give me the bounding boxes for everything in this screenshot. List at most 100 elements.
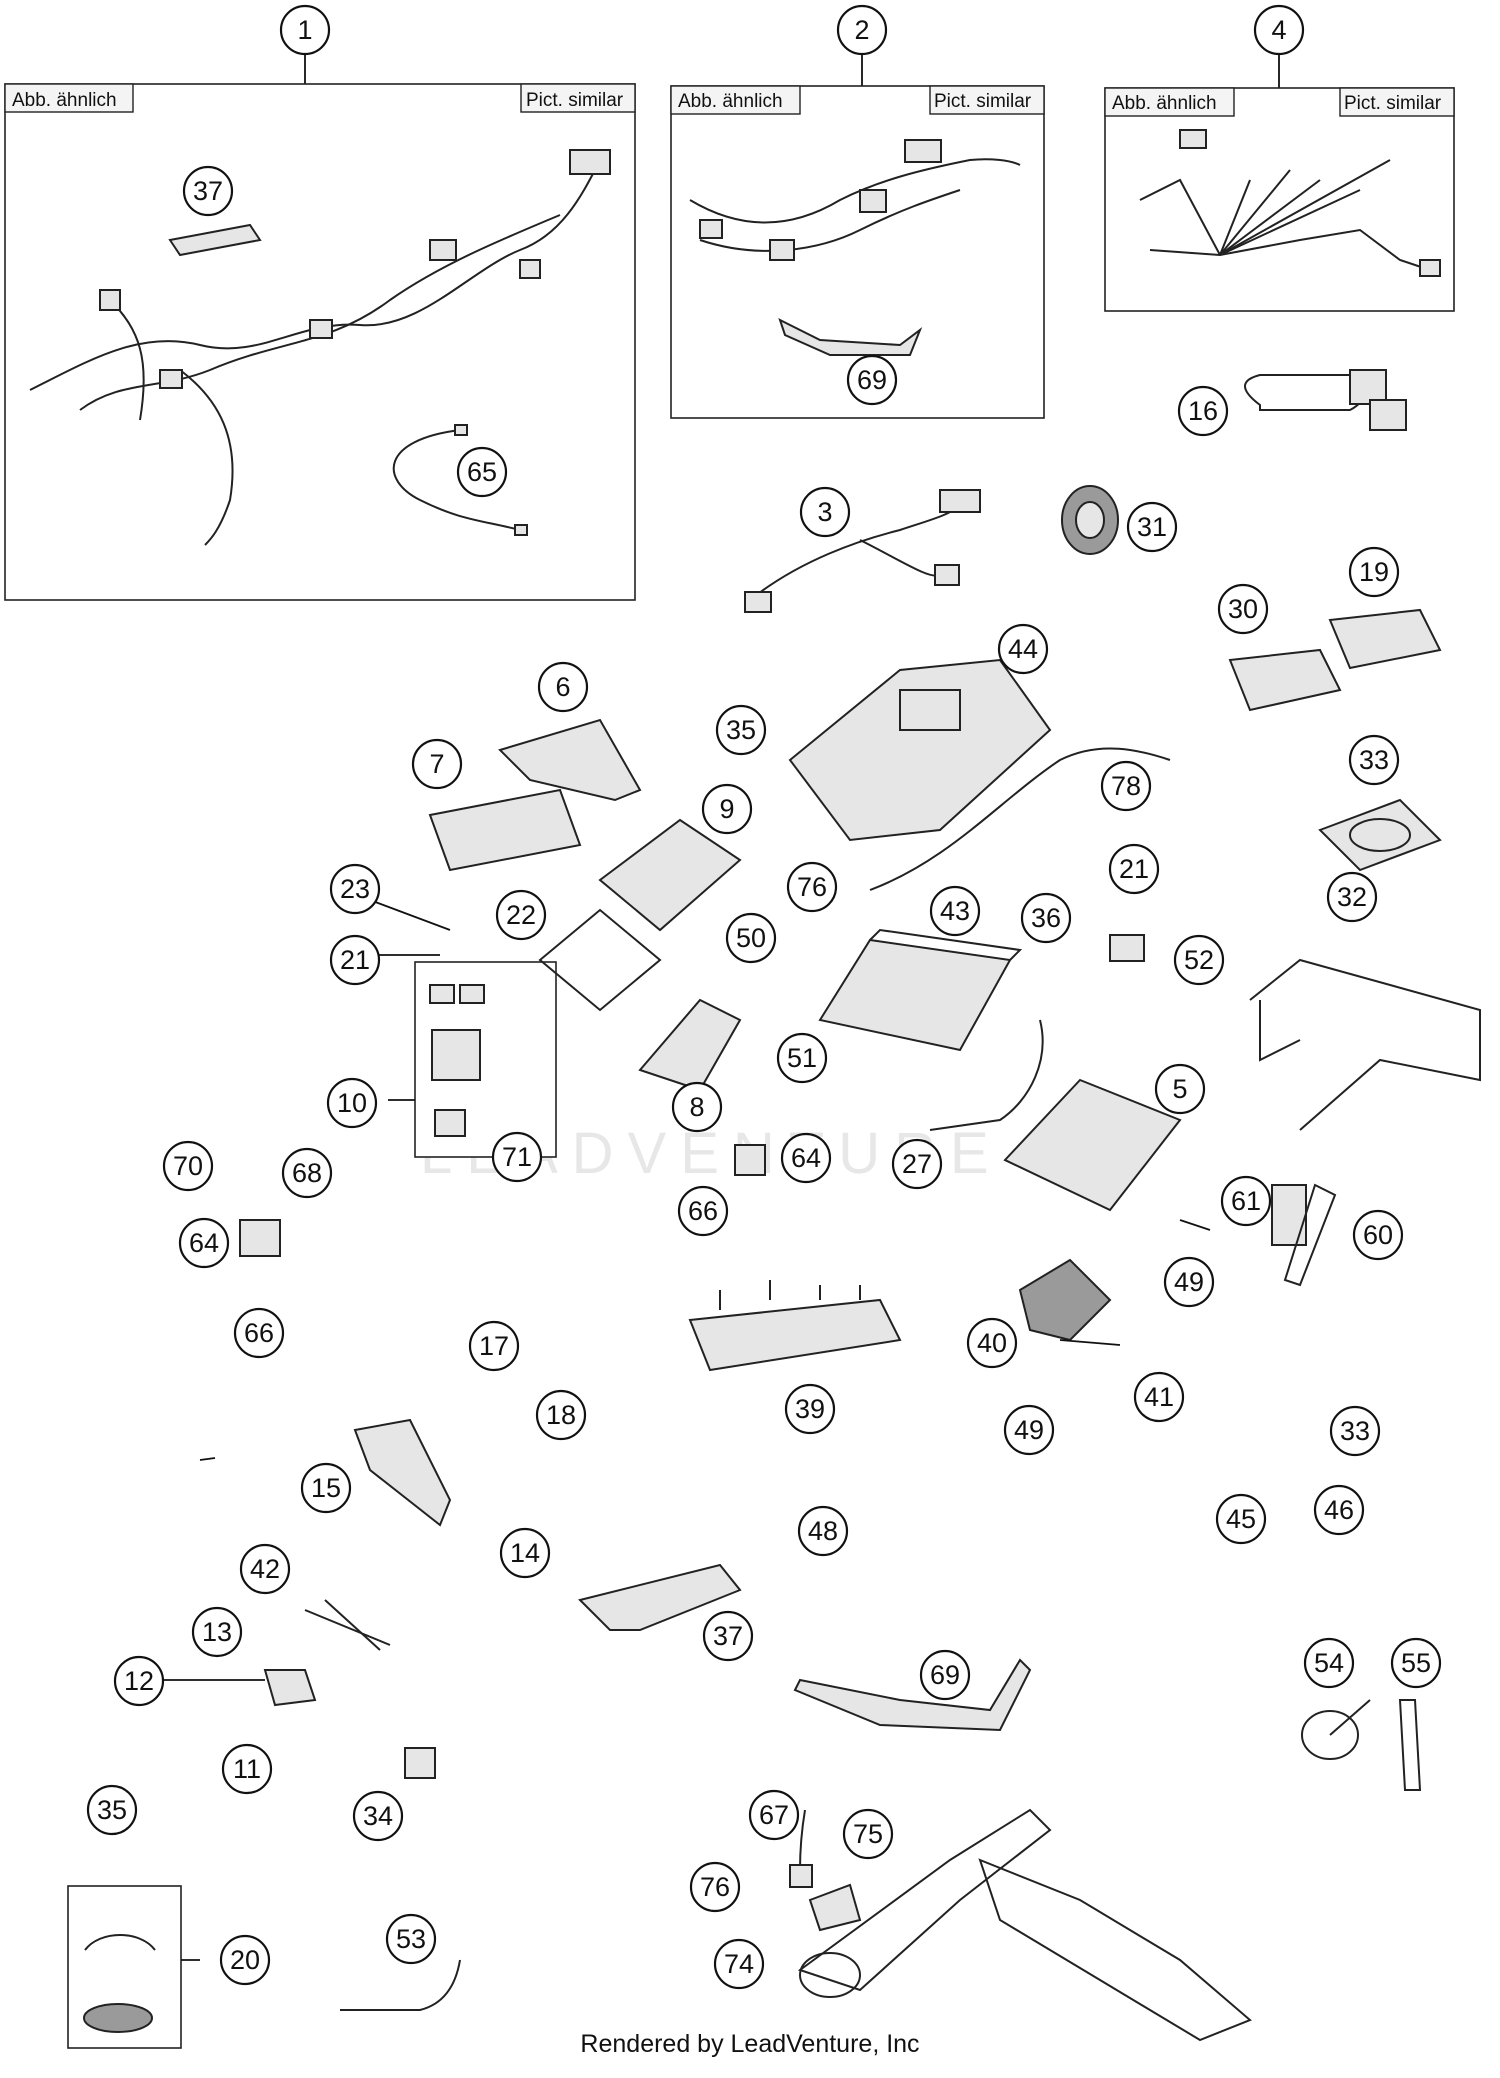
svg-text:12: 12	[124, 1666, 154, 1696]
bracket-60	[1283, 1183, 1337, 1287]
callout-32[interactable]: 32	[1326, 871, 1378, 923]
callout-67[interactable]: 67	[748, 1789, 800, 1841]
callout-70[interactable]: 70	[162, 1140, 214, 1192]
callout-49-lower[interactable]: 49	[1003, 1404, 1055, 1456]
callout-48[interactable]: 48	[797, 1505, 849, 1557]
callout-60[interactable]: 60	[1352, 1209, 1404, 1261]
callout-33-top[interactable]: 33	[1348, 734, 1400, 786]
callout-3[interactable]: 3	[799, 486, 851, 538]
callout-39[interactable]: 39	[784, 1383, 836, 1435]
callout-52[interactable]: 52	[1173, 934, 1225, 986]
callout-55[interactable]: 55	[1390, 1637, 1442, 1689]
callout-20[interactable]: 20	[219, 1934, 271, 1986]
callout-37-top[interactable]: 37	[182, 165, 234, 217]
callout-37-lower[interactable]: 37	[702, 1610, 754, 1662]
battery-cable-78	[869, 747, 1171, 891]
svg-text:4: 4	[1271, 15, 1286, 45]
wiring-harness-4	[1139, 129, 1441, 277]
callout-50[interactable]: 50	[725, 912, 777, 964]
callout-8[interactable]: 8	[671, 1081, 723, 1133]
svg-text:69: 69	[930, 1660, 960, 1690]
callout-66-left[interactable]: 66	[233, 1307, 285, 1359]
adapter-cable-16	[1244, 369, 1407, 431]
callout-40[interactable]: 40	[966, 1317, 1018, 1369]
svg-text:43: 43	[940, 896, 970, 926]
callout-10[interactable]: 10	[326, 1077, 378, 1129]
callout-53[interactable]: 53	[385, 1913, 437, 1965]
callout-42[interactable]: 42	[239, 1543, 291, 1595]
callout-4[interactable]: 4	[1253, 4, 1305, 56]
callout-64-left[interactable]: 64	[178, 1217, 230, 1269]
svg-text:14: 14	[510, 1538, 540, 1568]
callout-35-lower[interactable]: 35	[86, 1784, 138, 1836]
callout-71[interactable]: 71	[491, 1131, 543, 1183]
callout-51[interactable]: 51	[776, 1032, 828, 1084]
callout-30[interactable]: 30	[1217, 583, 1269, 635]
callout-66-center[interactable]: 66	[677, 1185, 729, 1237]
callout-12[interactable]: 12	[113, 1655, 165, 1707]
callout-76-mid[interactable]: 76	[786, 861, 838, 913]
callout-34[interactable]: 34	[352, 1790, 404, 1842]
callout-22[interactable]: 22	[495, 889, 547, 941]
svg-text:70: 70	[173, 1151, 203, 1181]
svg-text:36: 36	[1031, 903, 1061, 933]
clamp-12	[263, 1669, 317, 1707]
callout-27[interactable]: 27	[891, 1138, 943, 1190]
callout-43[interactable]: 43	[929, 885, 981, 937]
callout-19[interactable]: 19	[1348, 546, 1400, 598]
svg-text:50: 50	[736, 923, 766, 953]
callout-33-lower[interactable]: 33	[1329, 1405, 1381, 1457]
callout-2[interactable]: 2	[836, 4, 888, 56]
callout-61[interactable]: 61	[1220, 1175, 1272, 1227]
callout-14[interactable]: 14	[499, 1527, 551, 1579]
svg-text:74: 74	[724, 1949, 754, 1979]
callout-15[interactable]: 15	[300, 1462, 352, 1514]
callout-75[interactable]: 75	[842, 1808, 894, 1860]
svg-text:51: 51	[787, 1043, 817, 1073]
svg-text:64: 64	[189, 1228, 219, 1258]
callout-23[interactable]: 23	[329, 863, 381, 915]
relay-61	[1271, 1184, 1307, 1246]
callout-5[interactable]: 5	[1154, 1063, 1206, 1115]
callout-13[interactable]: 13	[191, 1606, 243, 1658]
callout-78[interactable]: 78	[1100, 760, 1152, 812]
callout-21-right[interactable]: 21	[1108, 843, 1160, 895]
callout-11[interactable]: 11	[221, 1743, 273, 1795]
callout-18[interactable]: 18	[535, 1389, 587, 1441]
svg-text:37: 37	[713, 1621, 743, 1651]
callout-45[interactable]: 45	[1215, 1493, 1267, 1545]
callout-35-mid[interactable]: 35	[715, 704, 767, 756]
connector-34	[404, 1747, 436, 1779]
callout-6[interactable]: 6	[537, 661, 589, 713]
holder-39	[688, 1280, 902, 1372]
callout-31[interactable]: 31	[1126, 501, 1178, 553]
callout-69-top[interactable]: 69	[846, 354, 898, 406]
callout-36[interactable]: 36	[1020, 892, 1072, 944]
callout-46[interactable]: 46	[1313, 1484, 1365, 1536]
callout-69-lower[interactable]: 69	[919, 1649, 971, 1701]
svg-text:30: 30	[1228, 594, 1258, 624]
svg-text:15: 15	[311, 1473, 341, 1503]
callout-74[interactable]: 74	[713, 1938, 765, 1990]
callout-1[interactable]: 1	[279, 4, 331, 56]
callout-64-center[interactable]: 64	[780, 1132, 832, 1184]
callout-68[interactable]: 68	[281, 1147, 333, 1199]
callout-44[interactable]: 44	[997, 623, 1049, 675]
svg-text:46: 46	[1324, 1495, 1354, 1525]
callout-49-upper[interactable]: 49	[1163, 1256, 1215, 1308]
svg-text:48: 48	[808, 1516, 838, 1546]
callout-41[interactable]: 41	[1133, 1371, 1185, 1423]
svg-text:75: 75	[853, 1819, 883, 1849]
callout-9[interactable]: 9	[701, 783, 753, 835]
svg-text:22: 22	[506, 900, 536, 930]
svg-text:1: 1	[297, 15, 312, 45]
callout-76-lower[interactable]: 76	[689, 1861, 741, 1913]
callout-21-left[interactable]: 21	[329, 934, 381, 986]
callout-7[interactable]: 7	[411, 738, 463, 790]
callout-17[interactable]: 17	[468, 1320, 520, 1372]
frame-section-top-right	[1249, 958, 1481, 1131]
callout-54[interactable]: 54	[1303, 1637, 1355, 1689]
callout-65[interactable]: 65	[456, 446, 508, 498]
callout-16[interactable]: 16	[1177, 385, 1229, 437]
svg-text:66: 66	[244, 1318, 274, 1348]
